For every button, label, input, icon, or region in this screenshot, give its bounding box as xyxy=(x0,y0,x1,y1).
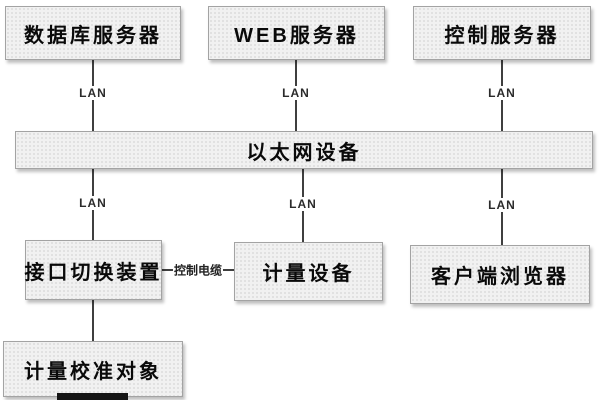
edge-label-lan: LAN xyxy=(286,197,320,211)
edge-label-control-cable: 控制电缆 xyxy=(172,261,224,279)
node-ethernet-device: 以太网设备 xyxy=(15,131,593,169)
node-calibration-object-label: 计量校准对象 xyxy=(24,360,162,383)
node-control-server: 控制服务器 xyxy=(413,6,591,60)
edge-label-lan: LAN xyxy=(485,86,519,100)
node-database-server-label: 数据库服务器 xyxy=(24,24,162,47)
node-web-server-label: WEB服务器 xyxy=(234,24,359,47)
node-metering-device: 计量设备 xyxy=(234,242,383,301)
node-calibration-object: 计量校准对象 xyxy=(3,341,183,397)
cutoff-black-bar xyxy=(57,393,128,400)
edge-label-lan: LAN xyxy=(279,86,313,100)
edge-label-lan: LAN xyxy=(76,196,110,210)
node-control-server-label: 控制服务器 xyxy=(444,24,560,47)
node-metering-device-label: 计量设备 xyxy=(262,263,355,285)
node-web-server: WEB服务器 xyxy=(208,6,385,60)
node-client-browser-label: 客户端浏览器 xyxy=(431,266,569,288)
node-database-server: 数据库服务器 xyxy=(5,6,181,60)
edge-label-lan: LAN xyxy=(76,86,110,100)
node-client-browser: 客户端浏览器 xyxy=(410,245,590,304)
node-interface-switch-label: 接口切换装置 xyxy=(24,261,163,284)
node-ethernet-device-label: 以太网设备 xyxy=(246,141,362,164)
edge-label-lan: LAN xyxy=(485,198,519,212)
node-interface-switch: 接口切换装置 xyxy=(25,240,162,300)
connector-switch-to-calibration xyxy=(92,300,94,341)
